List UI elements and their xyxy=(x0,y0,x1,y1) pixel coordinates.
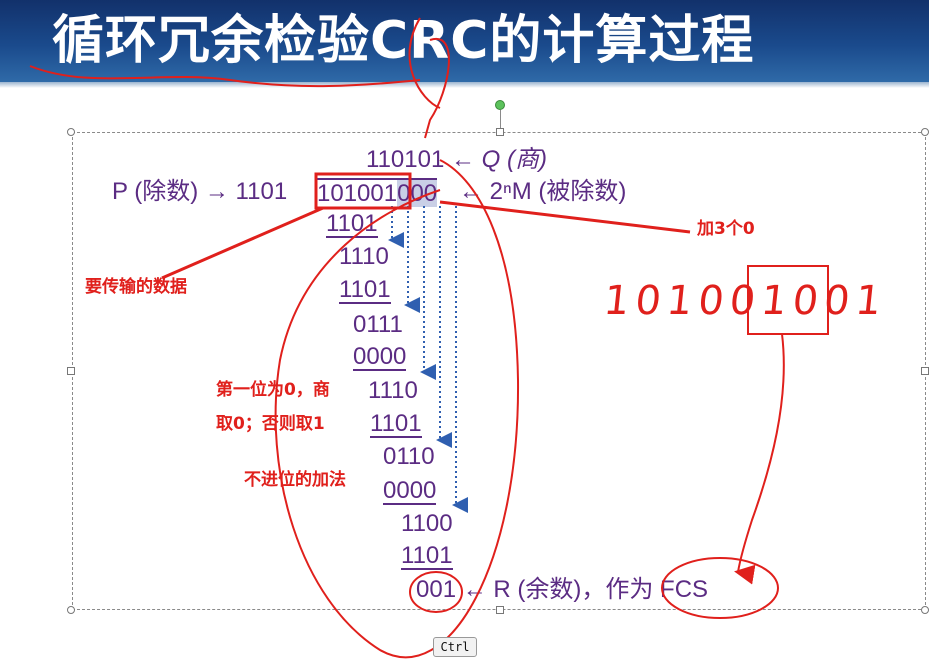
data-box xyxy=(314,172,412,210)
remainder-label: R (余数)，作为 FCS xyxy=(493,576,709,603)
step-7: 1101 xyxy=(370,410,422,438)
dividend-data: 101001 xyxy=(317,180,398,207)
ctrl-key-hint: Ctrl xyxy=(433,637,477,657)
remainder-row: 001 ← R (余数)，作为 FCS xyxy=(416,576,708,604)
fcs-arrow xyxy=(734,333,785,585)
banner-shadow xyxy=(0,82,929,88)
step-1: 1101 xyxy=(326,210,378,238)
annotation-no-carry: 不进位的加法 xyxy=(244,470,346,490)
step-10: 1100 xyxy=(401,510,453,537)
fcs-box xyxy=(747,265,829,335)
step-8: 0110 xyxy=(383,443,435,470)
title-banner xyxy=(0,0,929,82)
annotation-add-zeros: 加3个0 xyxy=(697,219,755,239)
step-3: 1101 xyxy=(339,276,391,304)
annotation-rule-line2: 取0；否则取1 xyxy=(216,414,325,434)
step-6: 1110 xyxy=(368,377,418,404)
rotation-line xyxy=(500,110,501,132)
step-9: 0000 xyxy=(383,477,437,505)
remainder-value: 001 xyxy=(416,576,457,603)
quotient-row: 110101 ← Q (商) xyxy=(366,146,547,174)
divisor-label: P (除数) → 1101 xyxy=(112,178,288,205)
fcs-ellipse xyxy=(661,557,779,619)
step-4: 0111 xyxy=(353,311,403,338)
quotient-label: Q (商) xyxy=(481,146,547,173)
zeros-pointer-line xyxy=(439,200,691,234)
step-2: 1110 xyxy=(339,243,389,270)
title-underline-scribble xyxy=(29,65,421,88)
resize-handle-top-left[interactable] xyxy=(67,128,75,136)
slide-title: 循环冗余检验CRC的计算过程 xyxy=(52,11,755,71)
quotient-arrow: ← xyxy=(450,146,475,173)
rotate-handle[interactable] xyxy=(495,100,505,110)
resize-handle-bottom[interactable] xyxy=(496,606,504,614)
annotation-data-to-send: 要传输的数据 xyxy=(85,277,187,297)
remainder-ellipse xyxy=(409,571,463,613)
resize-handle-bottom-left[interactable] xyxy=(67,606,75,614)
division-ellipse xyxy=(274,159,520,659)
resize-handle-top[interactable] xyxy=(496,128,504,136)
resize-handle-left[interactable] xyxy=(67,367,75,375)
dividend-suffix: ← 2ⁿM (被除数) xyxy=(459,178,626,206)
step-5: 0000 xyxy=(353,343,407,371)
red-ink xyxy=(29,17,829,659)
dividend-label: 2ⁿM (被除数) xyxy=(489,178,627,205)
data-pointer-line xyxy=(161,206,324,280)
step-11: 1101 xyxy=(401,542,453,570)
title-scribble xyxy=(408,17,450,139)
bring-down-arrows xyxy=(388,206,468,513)
annotation-rule-line1: 第一位为0，商 xyxy=(216,380,330,400)
quotient-value: 110101 xyxy=(366,146,445,173)
